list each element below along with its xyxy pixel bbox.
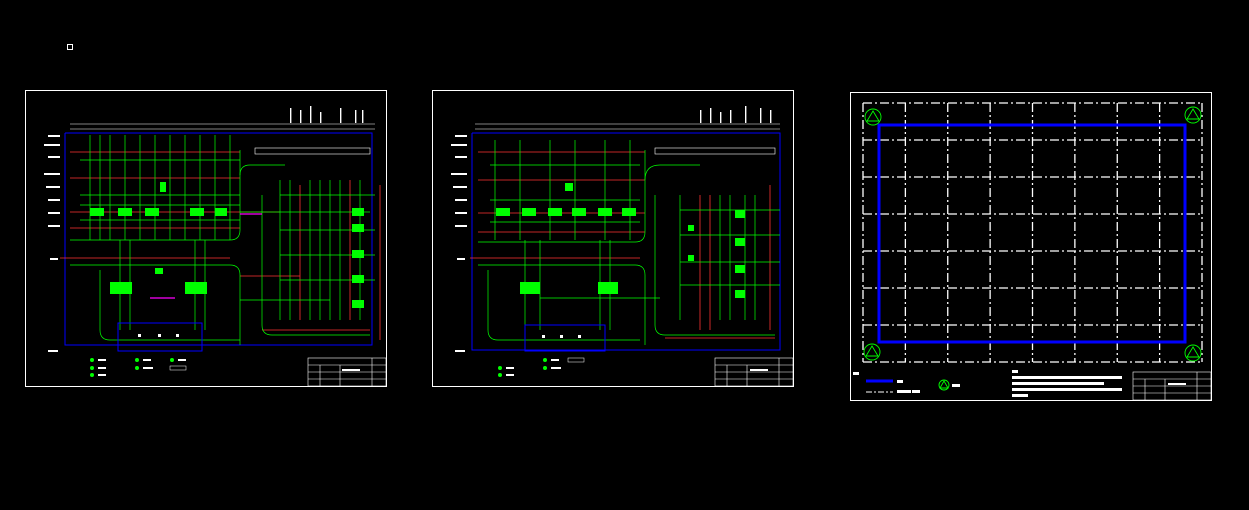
sheet-2-vertical-labels	[700, 106, 772, 123]
sheet-1[interactable]	[25, 90, 387, 387]
sheet-1-components	[90, 182, 364, 308]
sheet-3[interactable]	[850, 92, 1212, 401]
square-marker-icon	[67, 44, 73, 50]
sheet-3-legend	[853, 372, 960, 393]
sheet-1-scale-ticks	[70, 123, 375, 130]
sheet-2-red-pipes	[470, 151, 775, 339]
sheet-2[interactable]	[432, 90, 794, 387]
sheet-3-notes	[1012, 370, 1122, 397]
grounding-grid	[862, 102, 1203, 363]
sheet-2-legend	[498, 357, 585, 377]
sheet-2-switch-room-text	[542, 335, 581, 338]
grounding-triangle-icon	[863, 106, 1202, 362]
sheet-1-red-pipes	[60, 151, 381, 340]
sheet-1-frame	[25, 90, 387, 387]
sheet-2-scale-ticks	[475, 123, 780, 130]
sheet-1-legend	[90, 358, 187, 377]
sheet-1-switch-room	[117, 322, 203, 352]
sheet-1-wiring	[70, 135, 375, 345]
sheet-1-magenta-bus	[150, 213, 262, 299]
sheet-1-vertical-labels	[290, 106, 364, 123]
sheet-3-frame	[850, 92, 1212, 401]
sheet-2-wiring	[478, 140, 780, 345]
sheet-2-components	[496, 183, 745, 298]
sheet-1-boundary	[64, 132, 373, 346]
sheet-2-boundary	[471, 132, 781, 351]
sheet-2-left-labels	[451, 135, 467, 352]
sheet-1-left-labels	[44, 135, 60, 352]
sheet-1-table	[254, 147, 371, 155]
sheet-1-switch-room-text	[138, 334, 179, 337]
sheet-1-title-block	[307, 357, 387, 387]
sheet-2-title-block	[714, 357, 794, 387]
sheet-2-frame	[432, 90, 794, 387]
grounding-loop	[877, 123, 1187, 344]
sheet-2-table	[654, 147, 776, 155]
sheet-3-title-block	[1132, 371, 1212, 401]
sheet-2-switch-room	[524, 324, 606, 352]
